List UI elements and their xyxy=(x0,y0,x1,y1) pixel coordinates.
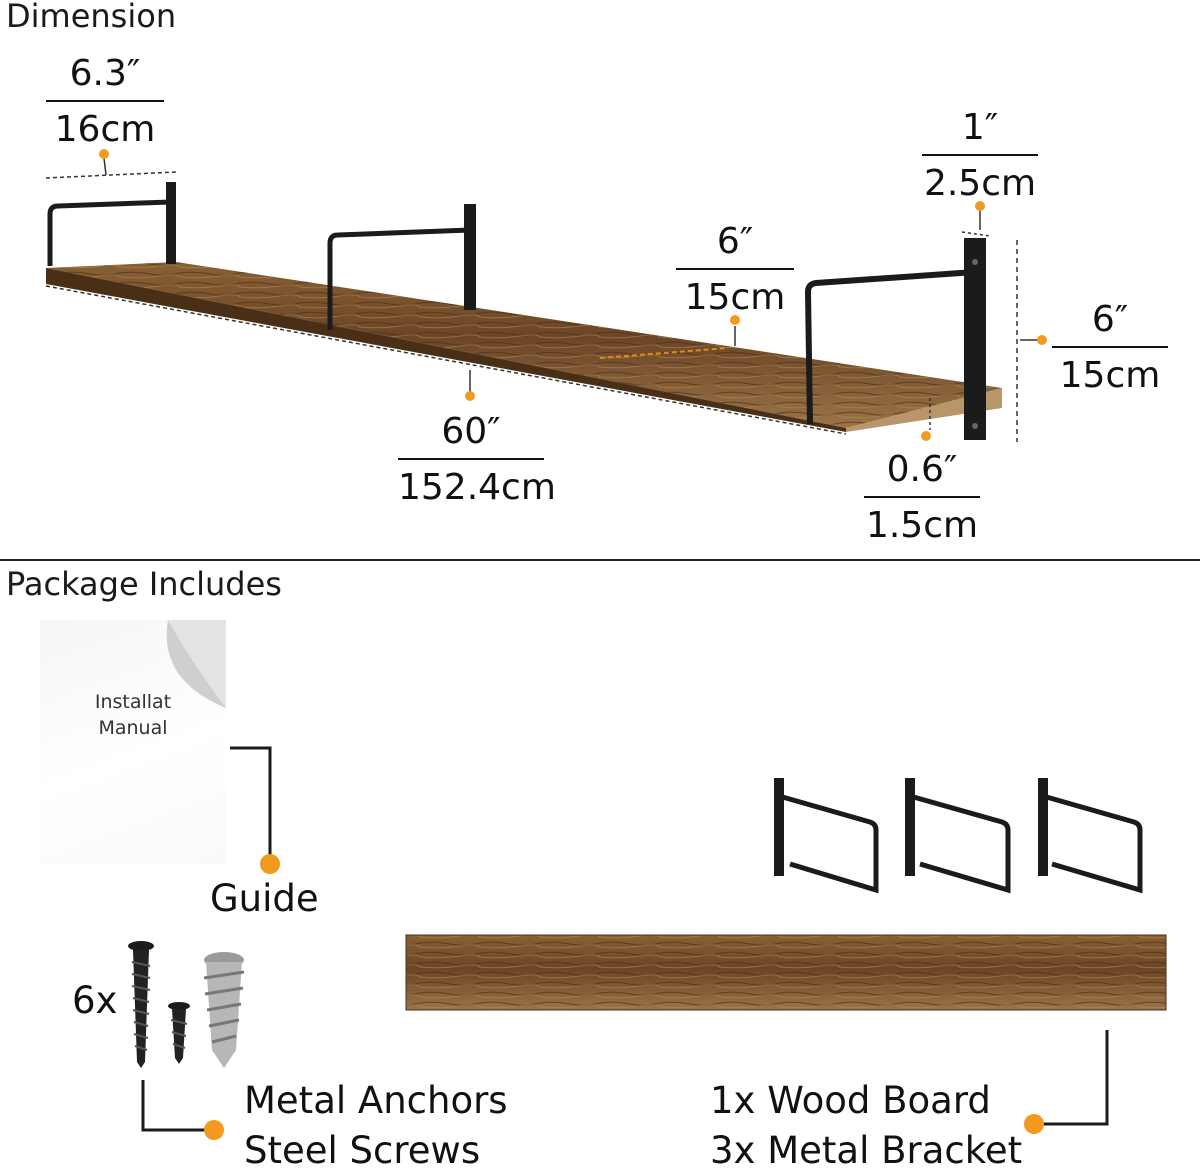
fraction-bar xyxy=(676,268,794,270)
fraction-bar xyxy=(1052,346,1168,348)
dimension-guides xyxy=(45,149,1047,442)
hardware-line2: Steel Screws xyxy=(244,1129,481,1172)
wood-board-icon xyxy=(405,934,1167,1011)
hardware-quantity: 6x xyxy=(72,979,118,1022)
fraction-bar xyxy=(46,100,164,102)
dimension-title: Dimension xyxy=(6,0,177,35)
fraction-bar xyxy=(398,458,544,460)
dimension-imperial: 60″ xyxy=(441,411,501,452)
dimension-depth-left: 6.3″ 16cm xyxy=(46,56,164,148)
shelf-illustration xyxy=(46,182,1002,440)
dimension-length: 60″ 152.4cm xyxy=(398,411,556,508)
dimension-thickness: 0.6″ 1.5cm xyxy=(864,452,980,544)
board-leader xyxy=(1024,1030,1109,1134)
guide-label: Guide xyxy=(210,877,319,920)
dimension-metric: 15cm xyxy=(684,277,786,318)
fraction-bar xyxy=(864,496,980,498)
dimension-imperial: 6″ xyxy=(1091,299,1129,340)
wall-anchor-icon xyxy=(203,952,245,1068)
dimension-imperial: 6″ xyxy=(716,221,754,262)
hardware-leader xyxy=(141,1080,224,1140)
metal-bracket-icon xyxy=(774,778,1143,894)
page-curl-icon xyxy=(166,620,226,708)
board-line2: 3x Metal Bracket xyxy=(710,1129,1023,1172)
dimension-mid-depth: 6″ 15cm xyxy=(676,224,794,316)
dimension-metric: 2.5cm xyxy=(923,163,1037,204)
screw-icon xyxy=(128,941,154,1068)
dimension-metric: 1.5cm xyxy=(865,505,979,546)
short-screw-icon xyxy=(168,1002,190,1064)
dimension-bracket-width: 1″ 2.5cm xyxy=(922,110,1038,202)
manual-text-line1: Installat xyxy=(94,691,172,713)
dimension-imperial: 6.3″ xyxy=(69,53,141,94)
dimension-metric: 16cm xyxy=(54,109,156,150)
board-line1: 1x Wood Board xyxy=(710,1079,991,1122)
dimension-height: 6″ 15cm xyxy=(1052,302,1168,394)
installation-manual: Installat Manual xyxy=(40,620,226,864)
manual-text-line2: Manual xyxy=(98,716,168,739)
fraction-bar xyxy=(922,154,1038,156)
hardware-line1: Metal Anchors xyxy=(244,1079,508,1122)
package-title: Package Includes xyxy=(6,565,282,603)
dimension-metric: 15cm xyxy=(1059,355,1161,396)
dimension-imperial: 0.6″ xyxy=(886,449,958,490)
manual-cover-text: Installat Manual xyxy=(40,690,226,741)
manual-leader xyxy=(230,746,280,874)
dimension-metric: 152.4cm xyxy=(398,467,556,508)
dimension-imperial: 1″ xyxy=(961,107,999,148)
